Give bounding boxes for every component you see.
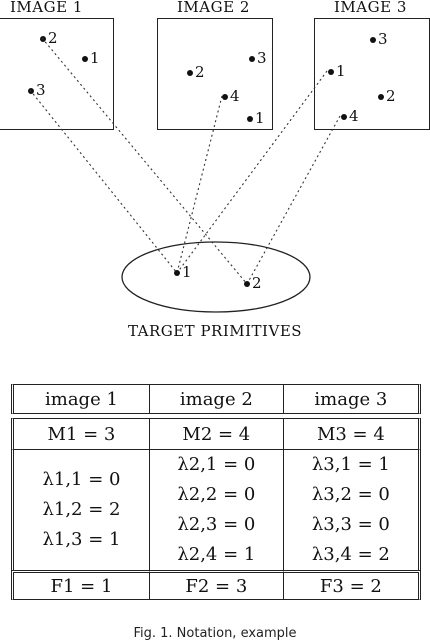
lambda-value: λ3,2 = 0	[311, 484, 390, 505]
f-cell: F1 = 1	[11, 570, 150, 600]
lambda-cell-image-3: λ3,1 = 1 λ3,2 = 0 λ3,3 = 0 λ3,4 = 2	[283, 449, 421, 570]
lambda-value: λ3,4 = 2	[311, 544, 390, 565]
lambda-value: λ3,3 = 0	[311, 514, 390, 535]
header-image-1: image 1	[11, 384, 150, 414]
image-1-panel: 2 1 3	[0, 18, 114, 130]
figure-caption: Fig. 1. Notation, example	[133, 626, 297, 641]
m-cell: M3 = 4	[283, 418, 421, 449]
image-3-title: IMAGE 3	[334, 0, 407, 16]
correspondence-line	[246, 115, 341, 285]
header-image-3: image 3	[283, 384, 421, 414]
image-3-panel: 3 1 2 4	[314, 18, 430, 130]
correspondence-line	[41, 37, 248, 285]
lambda-value: λ2,4 = 1	[177, 544, 256, 565]
lambda-value: λ2,2 = 0	[177, 484, 256, 505]
lambda-value: λ1,1 = 0	[42, 469, 121, 490]
target-primitives-label: TARGET PRIMITIVES	[127, 322, 303, 340]
image-2-panel: 3 2 4 1	[157, 18, 273, 130]
lambda-value: λ2,1 = 0	[177, 454, 256, 475]
lambda-value: λ1,2 = 2	[42, 499, 121, 520]
lambda-value: λ3,1 = 1	[311, 454, 390, 475]
image-1-title: IMAGE 1	[10, 0, 83, 16]
m-cell: M2 = 4	[149, 418, 284, 449]
f-cell: F3 = 2	[283, 570, 421, 600]
image-2-title: IMAGE 2	[177, 0, 250, 16]
lambda-value: λ2,3 = 0	[177, 514, 256, 535]
lambda-cell-image-1: λ1,1 = 0 λ1,2 = 2 λ1,3 = 1	[11, 449, 150, 570]
notation-table: image 1 image 2 image 3 M1 = 3 M2 = 4 M3…	[11, 384, 421, 600]
m-cell: M1 = 3	[11, 418, 150, 449]
lambda-value: λ1,3 = 1	[42, 529, 121, 550]
target-ellipse	[121, 241, 311, 313]
correspondence-line	[29, 89, 178, 274]
correspondence-line	[176, 95, 223, 274]
correspondence-line	[176, 70, 328, 274]
f-cell: F2 = 3	[149, 570, 284, 600]
header-image-2: image 2	[149, 384, 284, 414]
correspondence-diagram	[29, 37, 341, 313]
lambda-cell-image-2: λ2,1 = 0 λ2,2 = 0 λ2,3 = 0 λ2,4 = 1	[149, 449, 284, 570]
